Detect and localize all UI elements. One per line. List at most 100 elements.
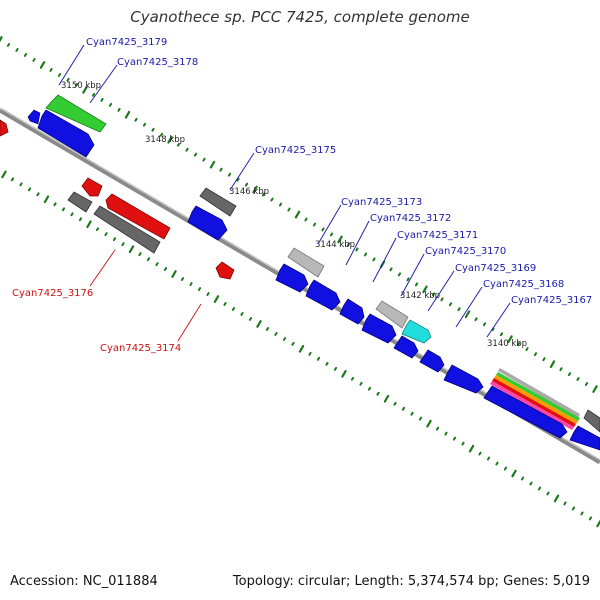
gene-3176-red-small[interactable]: [81, 177, 103, 197]
scale-tick: [32, 58, 36, 62]
scale-tick: [516, 342, 521, 347]
gene-3175-gray[interactable]: [199, 187, 237, 217]
scale-tick: [27, 187, 32, 192]
scale-tick: [363, 252, 368, 257]
gene-3178-shape[interactable]: [37, 109, 95, 158]
gene-labels: Cyan7425_3179 Cyan7425_3178 Cyan7425_317…: [12, 37, 592, 354]
scale-tick: [533, 352, 538, 357]
scale-tick: [422, 285, 428, 294]
scale-tick: [213, 295, 220, 303]
scale-tick: [108, 102, 113, 107]
scale-tick: [244, 182, 249, 187]
scale-tick: [138, 252, 142, 257]
scale-tick: [128, 245, 135, 253]
gene-label-3173[interactable]: Cyan7425_3173: [341, 197, 422, 208]
scale-tick: [265, 327, 270, 331]
scale-tick: [584, 382, 589, 386]
scale-tick: [240, 312, 244, 316]
gene-3169-shape[interactable]: [393, 335, 419, 359]
scale-tick: [227, 172, 232, 177]
gene-3174-shape[interactable]: [215, 261, 235, 280]
scale-tick: [461, 441, 465, 446]
gene-label-3167[interactable]: Cyan7425_3167: [511, 295, 592, 306]
scale-tick: [100, 97, 104, 102]
gene-label-3171[interactable]: Cyan7425_3171: [397, 230, 478, 241]
scale-tick: [559, 367, 563, 372]
scale-tick: [414, 282, 419, 287]
scale-tick: [248, 317, 253, 321]
scale-tick: [282, 337, 287, 341]
scale-tick: [176, 142, 181, 147]
scale-tick: [452, 436, 457, 441]
gene-label-3170[interactable]: Cyan7425_3170: [425, 246, 506, 257]
scale-tick: [553, 494, 560, 503]
scale-tick: [104, 232, 108, 237]
scale-tick: [278, 202, 283, 207]
gene-right-blue[interactable]: [569, 425, 600, 451]
gene-3172b-shape[interactable]: [305, 279, 341, 311]
scale-tick: [337, 235, 343, 244]
scale-tick: [74, 82, 79, 87]
gene-left-red[interactable]: [0, 119, 9, 137]
accession-label: Accession: NC_011884: [10, 574, 158, 589]
scale-tick: [15, 48, 19, 52]
scale-tick: [567, 372, 572, 377]
gene-label-3176[interactable]: Cyan7425_3176: [12, 288, 93, 299]
gene-blue-long[interactable]: [483, 385, 568, 439]
scale-tick: [448, 302, 453, 307]
gene-label-3172[interactable]: Cyan7425_3172: [370, 213, 451, 224]
scale-tick: [66, 77, 70, 82]
scale-tick: [321, 227, 325, 232]
scale-tick: [401, 406, 406, 411]
gene-3168-shape[interactable]: [419, 349, 445, 373]
scale-tick: [495, 461, 499, 466]
gene-3170-shape[interactable]: [361, 313, 397, 344]
gene-3173-shape[interactable]: [287, 247, 325, 278]
gene-arrow-blue[interactable]: [27, 109, 41, 125]
gene-right-gray[interactable]: [583, 409, 600, 433]
scale-tick: [49, 68, 53, 72]
scale-tick: [43, 195, 50, 204]
scale-tick: [468, 444, 475, 453]
scale-tick: [151, 127, 155, 132]
scale-tick: [537, 486, 542, 491]
rna-stack-feature[interactable]: [490, 368, 580, 430]
scale-tick: [588, 516, 593, 521]
scale-tick: [499, 332, 504, 337]
kbp-label-3144: 3144 kbp: [315, 240, 355, 250]
gene-3176-gray[interactable]: [93, 205, 161, 254]
scale-tick: [426, 419, 432, 428]
gene-label-3174[interactable]: Cyan7425_3174: [100, 343, 181, 354]
scale-tick: [359, 381, 363, 386]
scale-tick: [189, 282, 193, 286]
scale-tick: [418, 416, 423, 421]
gene-label-3179[interactable]: Cyan7425_3179: [86, 37, 167, 48]
scale-tick: [163, 267, 168, 271]
gene-label-3178[interactable]: Cyan7425_3178: [117, 57, 198, 68]
scale-tick: [367, 386, 372, 391]
scale-tick: [482, 322, 487, 327]
scale-tick: [308, 351, 312, 356]
gene-3170-gray[interactable]: [375, 300, 409, 329]
gene-label-3168[interactable]: Cyan7425_3168: [483, 279, 564, 290]
gene-3175-shape[interactable]: [187, 205, 228, 241]
gene-3176-shape[interactable]: [105, 193, 171, 240]
scale-tick: [346, 242, 351, 247]
gene-gray-small[interactable]: [67, 191, 93, 213]
scale-tick: [95, 227, 100, 232]
gene-3167-shape[interactable]: [443, 364, 484, 394]
gene-3171-shape[interactable]: [339, 298, 365, 325]
gene-label-3169[interactable]: Cyan7425_3169: [455, 263, 536, 274]
gene-label-3175[interactable]: Cyan7425_3175: [255, 145, 336, 156]
scale-tick: [219, 167, 223, 172]
gene-3172-shape[interactable]: [275, 263, 309, 293]
scale-tick: [231, 307, 236, 311]
scale-tick: [457, 307, 461, 312]
kbp-labels: 3150 kbp 3148 kbp 3146 kbp 3144 kbp 3142…: [61, 81, 527, 349]
gene-3179-shape[interactable]: [45, 94, 107, 133]
scale-tick: [478, 451, 482, 456]
scale-tick: [440, 297, 444, 302]
gene-3169-cyan[interactable]: [401, 319, 432, 344]
scale-tick: [393, 401, 397, 406]
